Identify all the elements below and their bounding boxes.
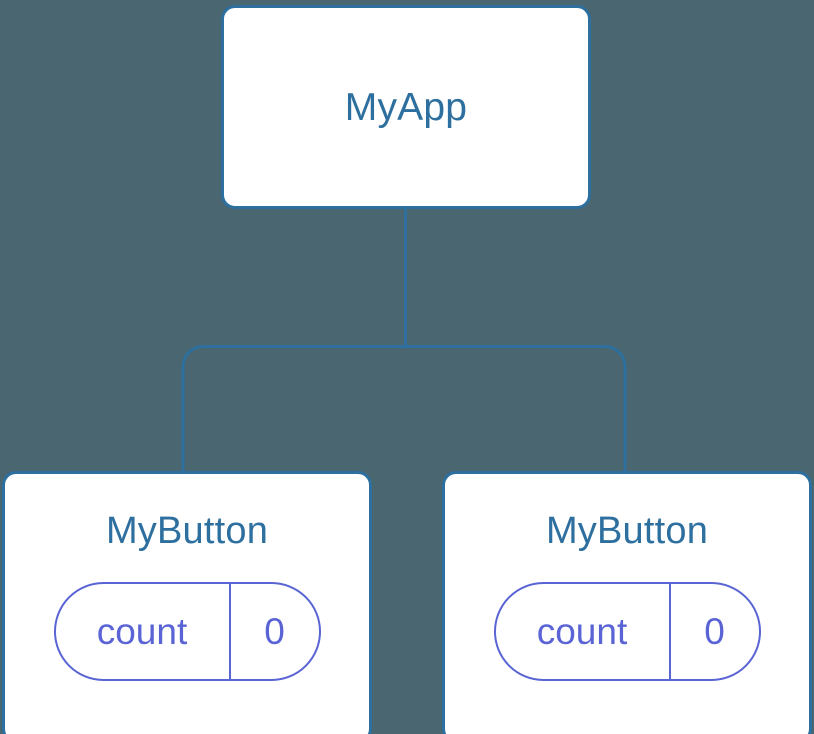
node-myapp-label: MyApp	[344, 85, 468, 129]
node-mybutton-2[interactable]: MyButton count 0	[442, 471, 812, 734]
state-pill-value-2: 0	[704, 611, 725, 652]
edge-root-to-child-right	[405, 345, 627, 473]
node-mybutton-1-label: MyButton	[105, 510, 269, 552]
state-pill-key-2: count	[536, 611, 628, 652]
edge-root-to-child-left	[181, 345, 406, 473]
state-pill-count-2[interactable]: count 0	[493, 582, 761, 681]
state-pill-key-cell-1: count	[56, 584, 231, 679]
node-mybutton-1[interactable]: MyButton count 0	[2, 471, 372, 734]
state-pill-count-1[interactable]: count 0	[53, 582, 321, 681]
state-pill-key-1: count	[96, 611, 188, 652]
state-pill-value-cell-1: 0	[231, 584, 319, 679]
node-myapp[interactable]: MyApp	[221, 5, 591, 209]
state-pill-key-cell-2: count	[496, 584, 671, 679]
node-mybutton-2-label: MyButton	[545, 510, 709, 552]
state-pill-value-1: 0	[264, 611, 285, 652]
state-pill-value-cell-2: 0	[671, 584, 759, 679]
